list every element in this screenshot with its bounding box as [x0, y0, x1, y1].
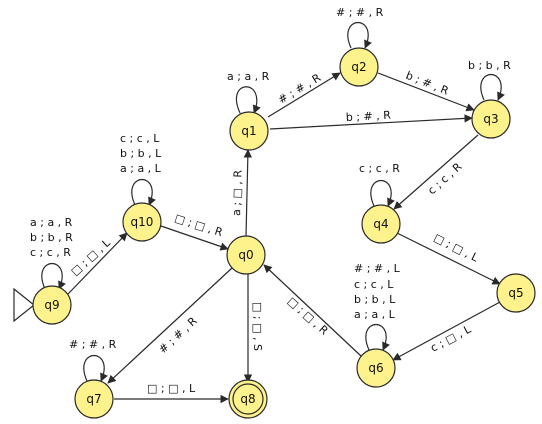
edge-label-q0-q7: # ; # , R: [156, 314, 200, 356]
edge-q2-q3: [377, 72, 475, 112]
state-label-q1: q1: [241, 124, 256, 138]
loop-label-q6-4: a ; a , L: [354, 308, 396, 321]
loop-label-q2: # ; # , R: [336, 6, 384, 19]
edge-q0-q7: [107, 267, 233, 384]
edge-label-q2-q3: b ; # , R: [404, 69, 451, 98]
edge-q3-q4: [393, 134, 479, 210]
state-label-q8: q8: [240, 392, 255, 406]
loop-label-q10-1: c ; c , L: [120, 132, 160, 145]
loop-label-q6-1: # ; # , L: [354, 262, 401, 275]
state-label-q4: q4: [373, 217, 388, 231]
edge-q0-q1: [243, 149, 253, 237]
loop-q6: [365, 324, 390, 351]
state-q7[interactable]: q7: [74, 379, 114, 419]
loop-q1: [235, 86, 261, 114]
loop-label-q9-2: b ; b , R: [30, 231, 73, 244]
loop-q4: [370, 180, 395, 207]
edge-label-q0-q1: a ; □ , R: [230, 169, 245, 216]
loop-label-q7: # ; # , R: [69, 338, 117, 351]
edge-q10-q0: [160, 225, 229, 251]
state-q3[interactable]: q3: [471, 99, 511, 139]
state-label-q5: q5: [508, 286, 523, 300]
state-q4[interactable]: q4: [361, 204, 401, 244]
loop-label-q6-2: c ; c , L: [354, 278, 394, 291]
edge-q1-q2: [267, 72, 341, 118]
edge-label-q5-q6: c ; □ , L: [428, 322, 474, 354]
loop-label-q6-3: b ; b , L: [354, 293, 396, 306]
edge-label-q1-q3: b ; # , R: [345, 109, 391, 124]
state-label-q6: q6: [368, 361, 383, 375]
state-q8[interactable]: q8: [228, 379, 268, 419]
edge-label-q0-q8: □ ; □ , S: [251, 302, 264, 351]
edge-label-q1-q2: # ; # , R: [276, 71, 324, 107]
state-label-q9: q9: [44, 298, 59, 312]
edge-label-q10-q0: □ ; □ , R: [173, 211, 225, 239]
edge-q6-q0: [263, 264, 362, 357]
loop-label-q9-1: a ; a , R: [30, 216, 73, 229]
loop-label-q3: b ; b , R: [468, 59, 511, 72]
state-label-q2: q2: [351, 60, 366, 74]
loop-label-q9-3: c ; c , R: [30, 246, 71, 259]
edge-q5-q6: [392, 301, 501, 361]
state-q6[interactable]: q6: [356, 348, 396, 388]
edge-label-q3-q4: c ; c , R: [425, 160, 464, 197]
edge-q9-q10: [67, 232, 128, 295]
loop-q3: [480, 74, 505, 101]
loop-label-q4: c ; c , R: [359, 162, 400, 175]
loop-label-q1: a ; a , R: [227, 70, 270, 83]
state-label-q7: q7: [86, 392, 101, 406]
loop-q9: [41, 263, 66, 290]
state-q9[interactable]: q9: [32, 285, 72, 325]
state-q1[interactable]: q1: [229, 111, 269, 151]
edge-label-q4-q5: □ ; □ , L: [432, 231, 482, 265]
state-q5[interactable]: q5: [496, 273, 536, 313]
state-q2[interactable]: q2: [339, 47, 379, 87]
loop-label-q10-2: b ; b , L: [120, 147, 162, 160]
initial-state-marker: [13, 287, 35, 323]
edge-q4-q5: [396, 232, 501, 285]
state-q10[interactable]: q10: [122, 202, 162, 242]
edge-label-q6-q0: □ ; □ , R: [285, 295, 331, 338]
state-label-q0: q0: [238, 248, 253, 262]
loop-q10: [131, 179, 156, 206]
final-state-ring: [232, 383, 264, 415]
edge-label-q9-q10: □ ; □ , L: [68, 236, 113, 278]
loop-q7: [83, 355, 108, 382]
loop-label-q10-3: a ; a , L: [120, 162, 162, 175]
edge-label-q7-q8: □ ; □ , L: [147, 382, 196, 395]
loop-q2: [347, 22, 372, 49]
edge-q1-q3: [269, 114, 473, 130]
state-q0[interactable]: q0: [226, 235, 266, 275]
state-label-q3: q3: [483, 112, 498, 126]
state-label-q10: q10: [131, 215, 154, 229]
